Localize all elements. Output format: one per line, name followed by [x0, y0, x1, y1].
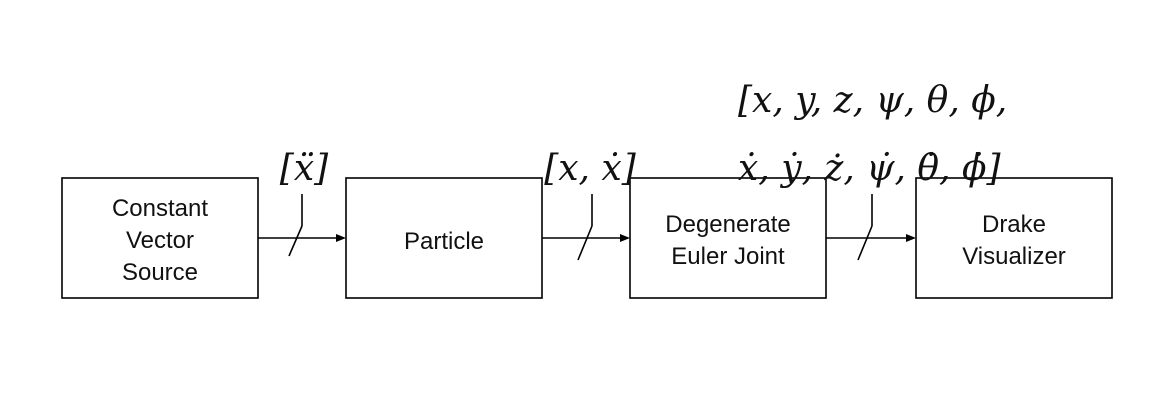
block-particle: Particle — [345, 177, 543, 299]
block-label-line: Source — [122, 259, 198, 286]
block-label-line: Drake — [982, 211, 1046, 238]
signal-label-state-line2: ẋ, ẏ, ż, ψ̇, θ̇, ϕ̇] — [738, 148, 1001, 189]
signal-label-state-line1: [x, y, z, ψ, θ, ϕ, — [738, 80, 1007, 121]
block-label-line: Particle — [404, 228, 484, 255]
signal-label-position-velocity: [x, ẋ] — [544, 148, 637, 189]
signal-label-acceleration: [ẍ] — [280, 148, 329, 189]
wire-joint-to-visualizer — [826, 194, 916, 261]
block-label-line: Euler Joint — [671, 243, 785, 270]
block-label-line: Visualizer — [962, 243, 1066, 270]
block-label-line: Vector — [126, 227, 194, 254]
block-degenerate-euler-joint: Degenerate Euler Joint — [629, 177, 827, 299]
block-label-line: Constant — [112, 195, 208, 222]
bus-slash — [577, 225, 593, 261]
block-label-line: Degenerate — [665, 211, 790, 238]
arrow-head-icon — [336, 234, 346, 242]
arrow-head-icon — [906, 234, 916, 242]
wire-particle-to-joint — [542, 194, 630, 261]
wire-source-to-particle — [258, 194, 346, 257]
bus-slash — [288, 225, 303, 257]
arrow-head-icon — [620, 234, 630, 242]
block-constant-vector-source: Constant Vector Source — [61, 177, 259, 299]
block-drake-visualizer: Drake Visualizer — [915, 177, 1113, 299]
bus-slash — [857, 225, 873, 261]
